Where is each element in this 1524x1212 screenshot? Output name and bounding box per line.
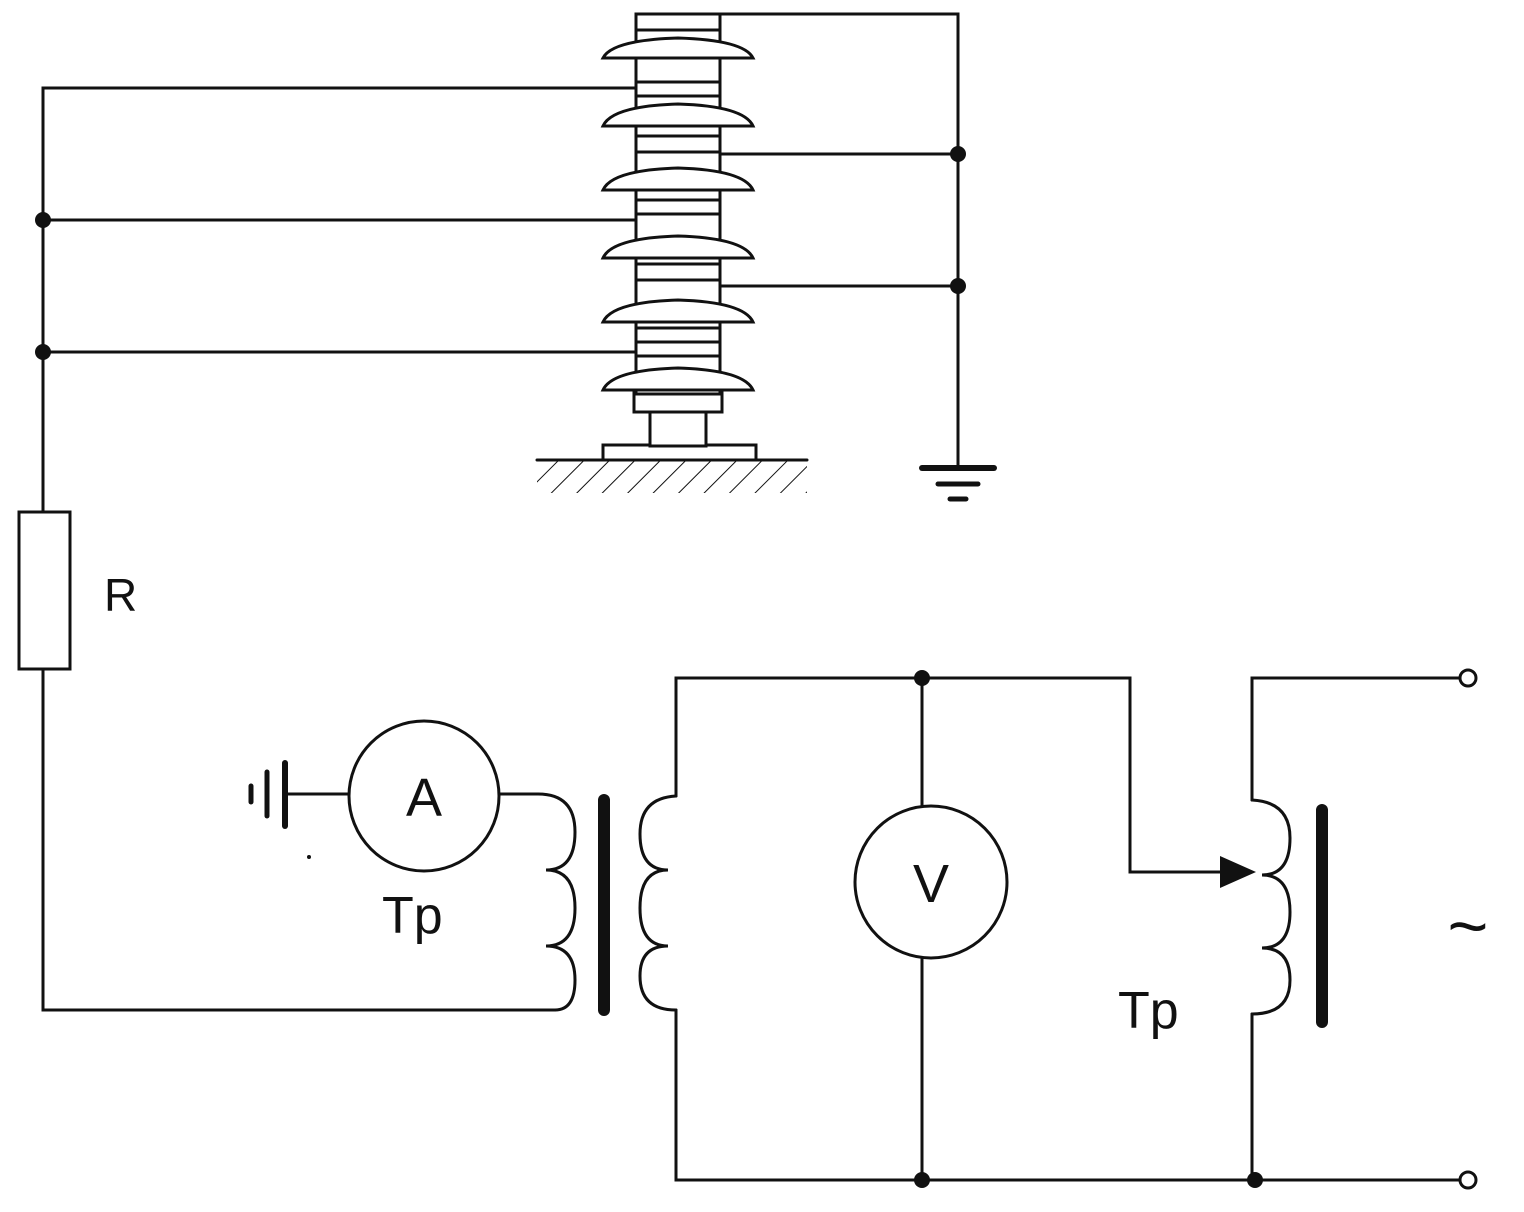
insulator-shed bbox=[600, 102, 756, 128]
ac-source-symbol: ~ bbox=[1448, 887, 1489, 965]
ground-icon bbox=[919, 465, 997, 502]
ground-hatch bbox=[537, 460, 807, 493]
right-autotransformer bbox=[1220, 676, 1462, 1182]
insulator-core bbox=[634, 12, 722, 396]
transformer-right-label: Tp bbox=[1118, 982, 1179, 1040]
insulator-shed bbox=[600, 234, 756, 260]
supply-terminal-top bbox=[1458, 668, 1478, 688]
voltmeter-label: V bbox=[913, 854, 949, 914]
insulator-shed bbox=[600, 366, 756, 392]
tap-arrow-icon bbox=[1220, 856, 1256, 888]
insulator-pedestal bbox=[648, 408, 708, 448]
ground-icon bbox=[248, 760, 288, 829]
supply-terminal-bottom bbox=[1458, 1170, 1478, 1190]
insulator-shed bbox=[600, 36, 756, 60]
transformer-left-label: Tp bbox=[382, 887, 443, 945]
insulator-shed bbox=[600, 298, 756, 324]
voltmeter: V bbox=[853, 804, 1009, 960]
ammeter: A bbox=[347, 719, 501, 873]
resistor bbox=[17, 510, 72, 671]
left-transformer bbox=[536, 792, 678, 1016]
insulator-column bbox=[535, 12, 809, 493]
insulator-shed bbox=[600, 166, 756, 192]
upper-wiring bbox=[35, 12, 966, 514]
insulator-rings bbox=[636, 28, 720, 358]
ammeter-label: A bbox=[406, 768, 442, 828]
secondary-wiring bbox=[674, 670, 1263, 1188]
resistor-label: R bbox=[104, 569, 137, 621]
